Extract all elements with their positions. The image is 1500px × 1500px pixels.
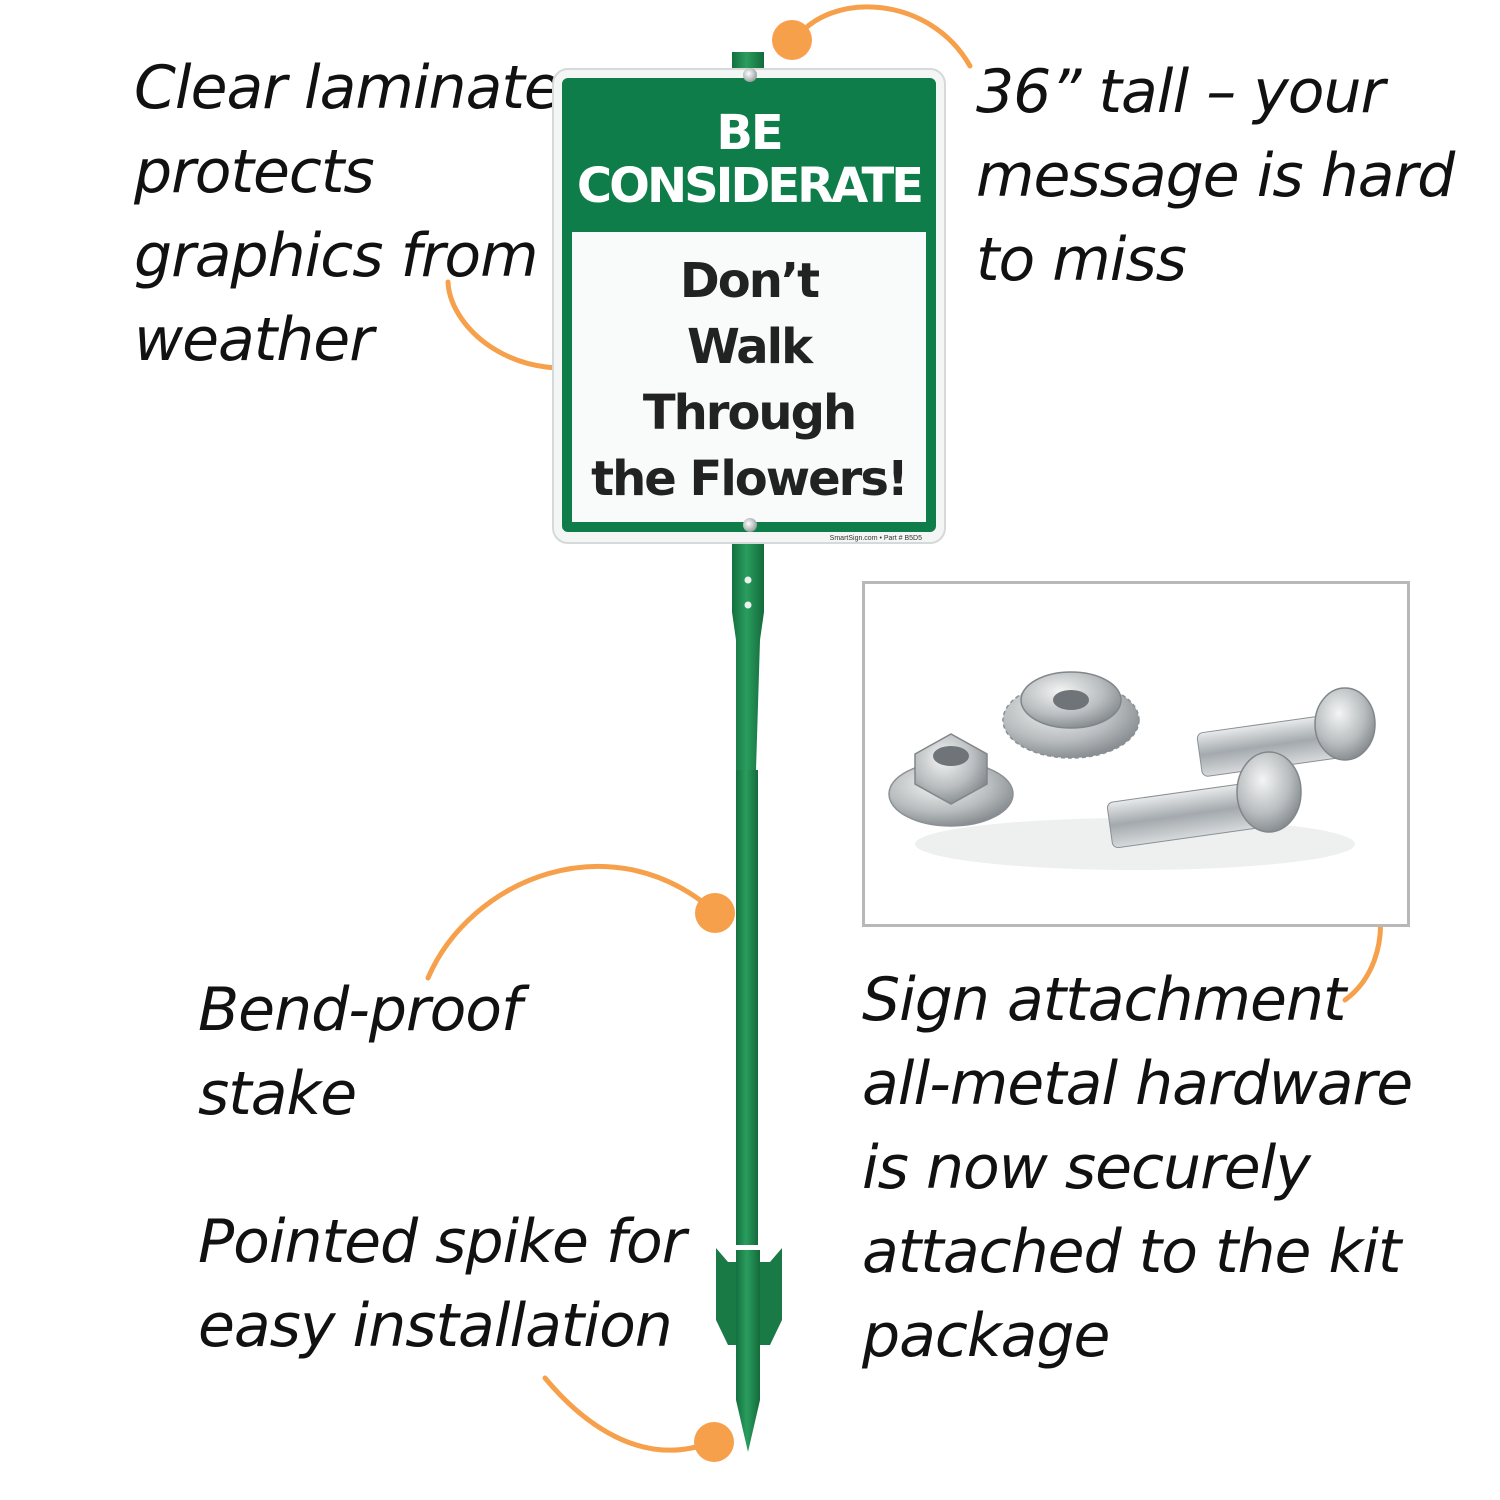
sign-message-line: Walk xyxy=(687,319,813,375)
callout-line: is now securely xyxy=(862,1133,1311,1203)
callout-stake: Bend-proof stake xyxy=(198,968,522,1136)
sign-header-line: CONSIDERATE xyxy=(576,158,924,214)
callout-line: easy installation xyxy=(198,1291,673,1361)
callout-line: 36” tall – your xyxy=(976,57,1385,127)
screw-icon xyxy=(743,518,757,532)
stake-hole xyxy=(744,601,752,609)
callout-line: protects xyxy=(134,137,375,207)
sign-footer: SmartSign.com • Part # B5D5 xyxy=(829,535,922,542)
flange-nut-icon xyxy=(1002,671,1140,759)
leader-spike xyxy=(542,1375,715,1453)
leader-tall xyxy=(792,4,973,69)
callout-spike: Pointed spike for easy installation xyxy=(198,1200,686,1368)
screw-icon xyxy=(743,68,757,82)
hardware-photo xyxy=(862,581,1410,927)
sign-header: BE CONSIDERATE xyxy=(572,88,926,232)
callout-line: all-metal hardware xyxy=(862,1049,1413,1119)
hardware-illustration xyxy=(888,671,1376,870)
sign-header-line: BE xyxy=(716,105,783,161)
callout-line: stake xyxy=(198,1059,357,1129)
stake-shaft xyxy=(736,770,758,1245)
callout-line: message is hard xyxy=(976,141,1455,211)
callout-line: graphics from xyxy=(134,221,539,291)
callout-line: Pointed spike for xyxy=(198,1207,686,1277)
sign-message: Don’t Walk Through the Flowers! xyxy=(572,248,926,512)
callout-dot xyxy=(695,893,735,933)
stake-hole xyxy=(744,576,752,584)
sign-message-line: Through xyxy=(642,385,857,441)
stake-spike xyxy=(736,1250,760,1452)
callout-line: package xyxy=(862,1301,1110,1371)
callout-laminate: Clear laminate protects graphics from we… xyxy=(134,46,561,382)
sign-panel: BE CONSIDERATE Don’t Walk Through the Fl… xyxy=(552,68,946,544)
stake-taper xyxy=(732,612,764,770)
callout-line: Bend-proof xyxy=(198,975,522,1045)
callout-line: Clear laminate xyxy=(134,53,561,123)
callout-hardware: Sign attachment all-metal hardware is no… xyxy=(862,958,1413,1378)
callout-tall: 36” tall – your message is hard to miss xyxy=(976,50,1455,302)
callout-dot xyxy=(772,20,812,60)
sign-border: BE CONSIDERATE Don’t Walk Through the Fl… xyxy=(562,78,936,532)
callout-line: Sign attachment xyxy=(862,965,1346,1035)
sign-message-line: the Flowers! xyxy=(591,451,909,507)
flange-nut-icon xyxy=(888,733,1014,827)
callout-line: attached to the kit xyxy=(862,1217,1401,1287)
callout-line: to miss xyxy=(976,225,1187,295)
sign-message-line: Don’t xyxy=(679,253,820,309)
callout-dot xyxy=(694,1422,734,1462)
callout-line: weather xyxy=(134,305,374,375)
leader-stake xyxy=(425,863,718,981)
bolt-icon xyxy=(1196,687,1376,777)
bolt-icon xyxy=(1106,751,1302,849)
